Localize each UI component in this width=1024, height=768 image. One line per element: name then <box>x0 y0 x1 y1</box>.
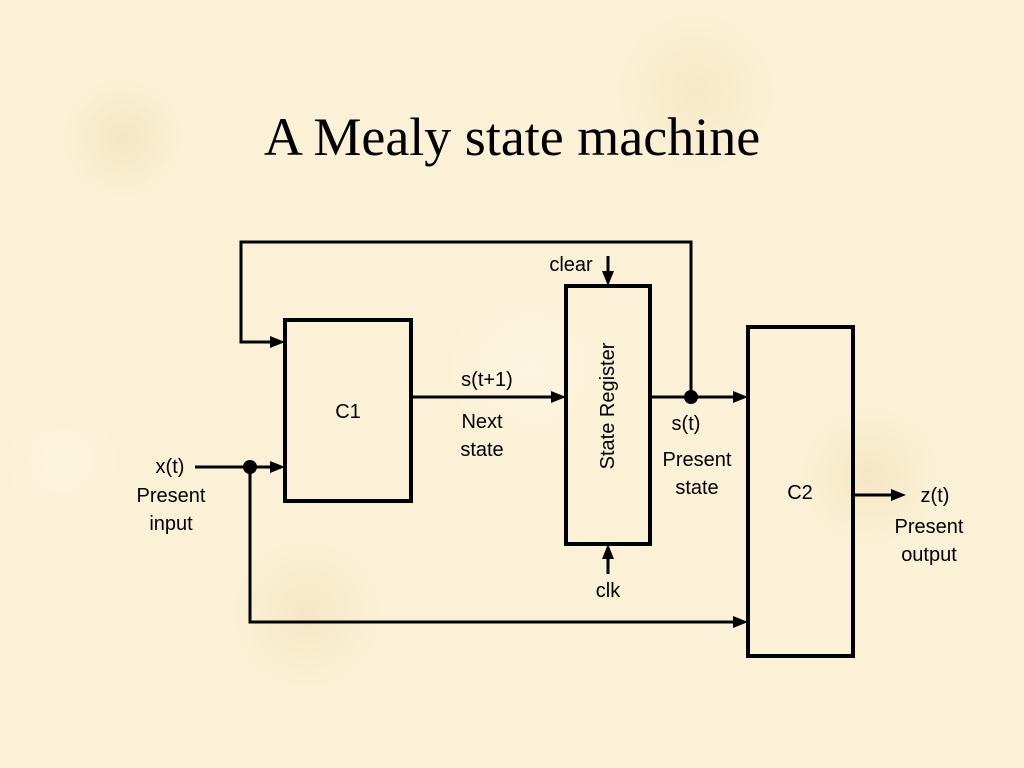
clear-label: clear <box>549 254 593 276</box>
next-state-arrowhead <box>551 391 566 403</box>
present-state-junction-dot <box>684 390 698 404</box>
input-name-label: x(t) <box>156 456 185 478</box>
present-state-desc-line2: state <box>675 477 718 499</box>
output-arrowhead <box>891 489 906 501</box>
state-register-label: State Register <box>597 342 619 469</box>
input-bypass-wire <box>248 467 735 624</box>
input-bypass-arrowhead <box>733 616 748 628</box>
c2-label: C2 <box>787 482 813 504</box>
next-state-desc-line2: state <box>460 439 503 461</box>
next-state-desc-line1: Next <box>461 411 503 433</box>
output-desc-line2: output <box>901 544 957 566</box>
feedback-arrowhead <box>270 336 285 348</box>
clear-arrowhead <box>602 271 614 286</box>
input-desc-line1: Present <box>137 485 206 507</box>
c2-block <box>746 325 855 658</box>
slide-title: A Mealy state machine <box>264 107 760 167</box>
output-desc-line1: Present <box>895 516 964 538</box>
clk-arrowhead <box>602 544 614 559</box>
feedback-wire <box>239 240 693 397</box>
input-arrowhead <box>270 461 285 473</box>
present-state-name-label: s(t) <box>672 413 701 435</box>
input-desc-line2: input <box>149 513 193 535</box>
present-state-desc-line1: Present <box>663 449 732 471</box>
clk-label: clk <box>596 580 621 602</box>
c1-block <box>283 318 413 503</box>
output-name-label: z(t) <box>921 485 950 507</box>
present-state-arrowhead <box>733 391 748 403</box>
c1-label: C1 <box>335 401 361 423</box>
next-state-name-label: s(t+1) <box>461 369 513 391</box>
